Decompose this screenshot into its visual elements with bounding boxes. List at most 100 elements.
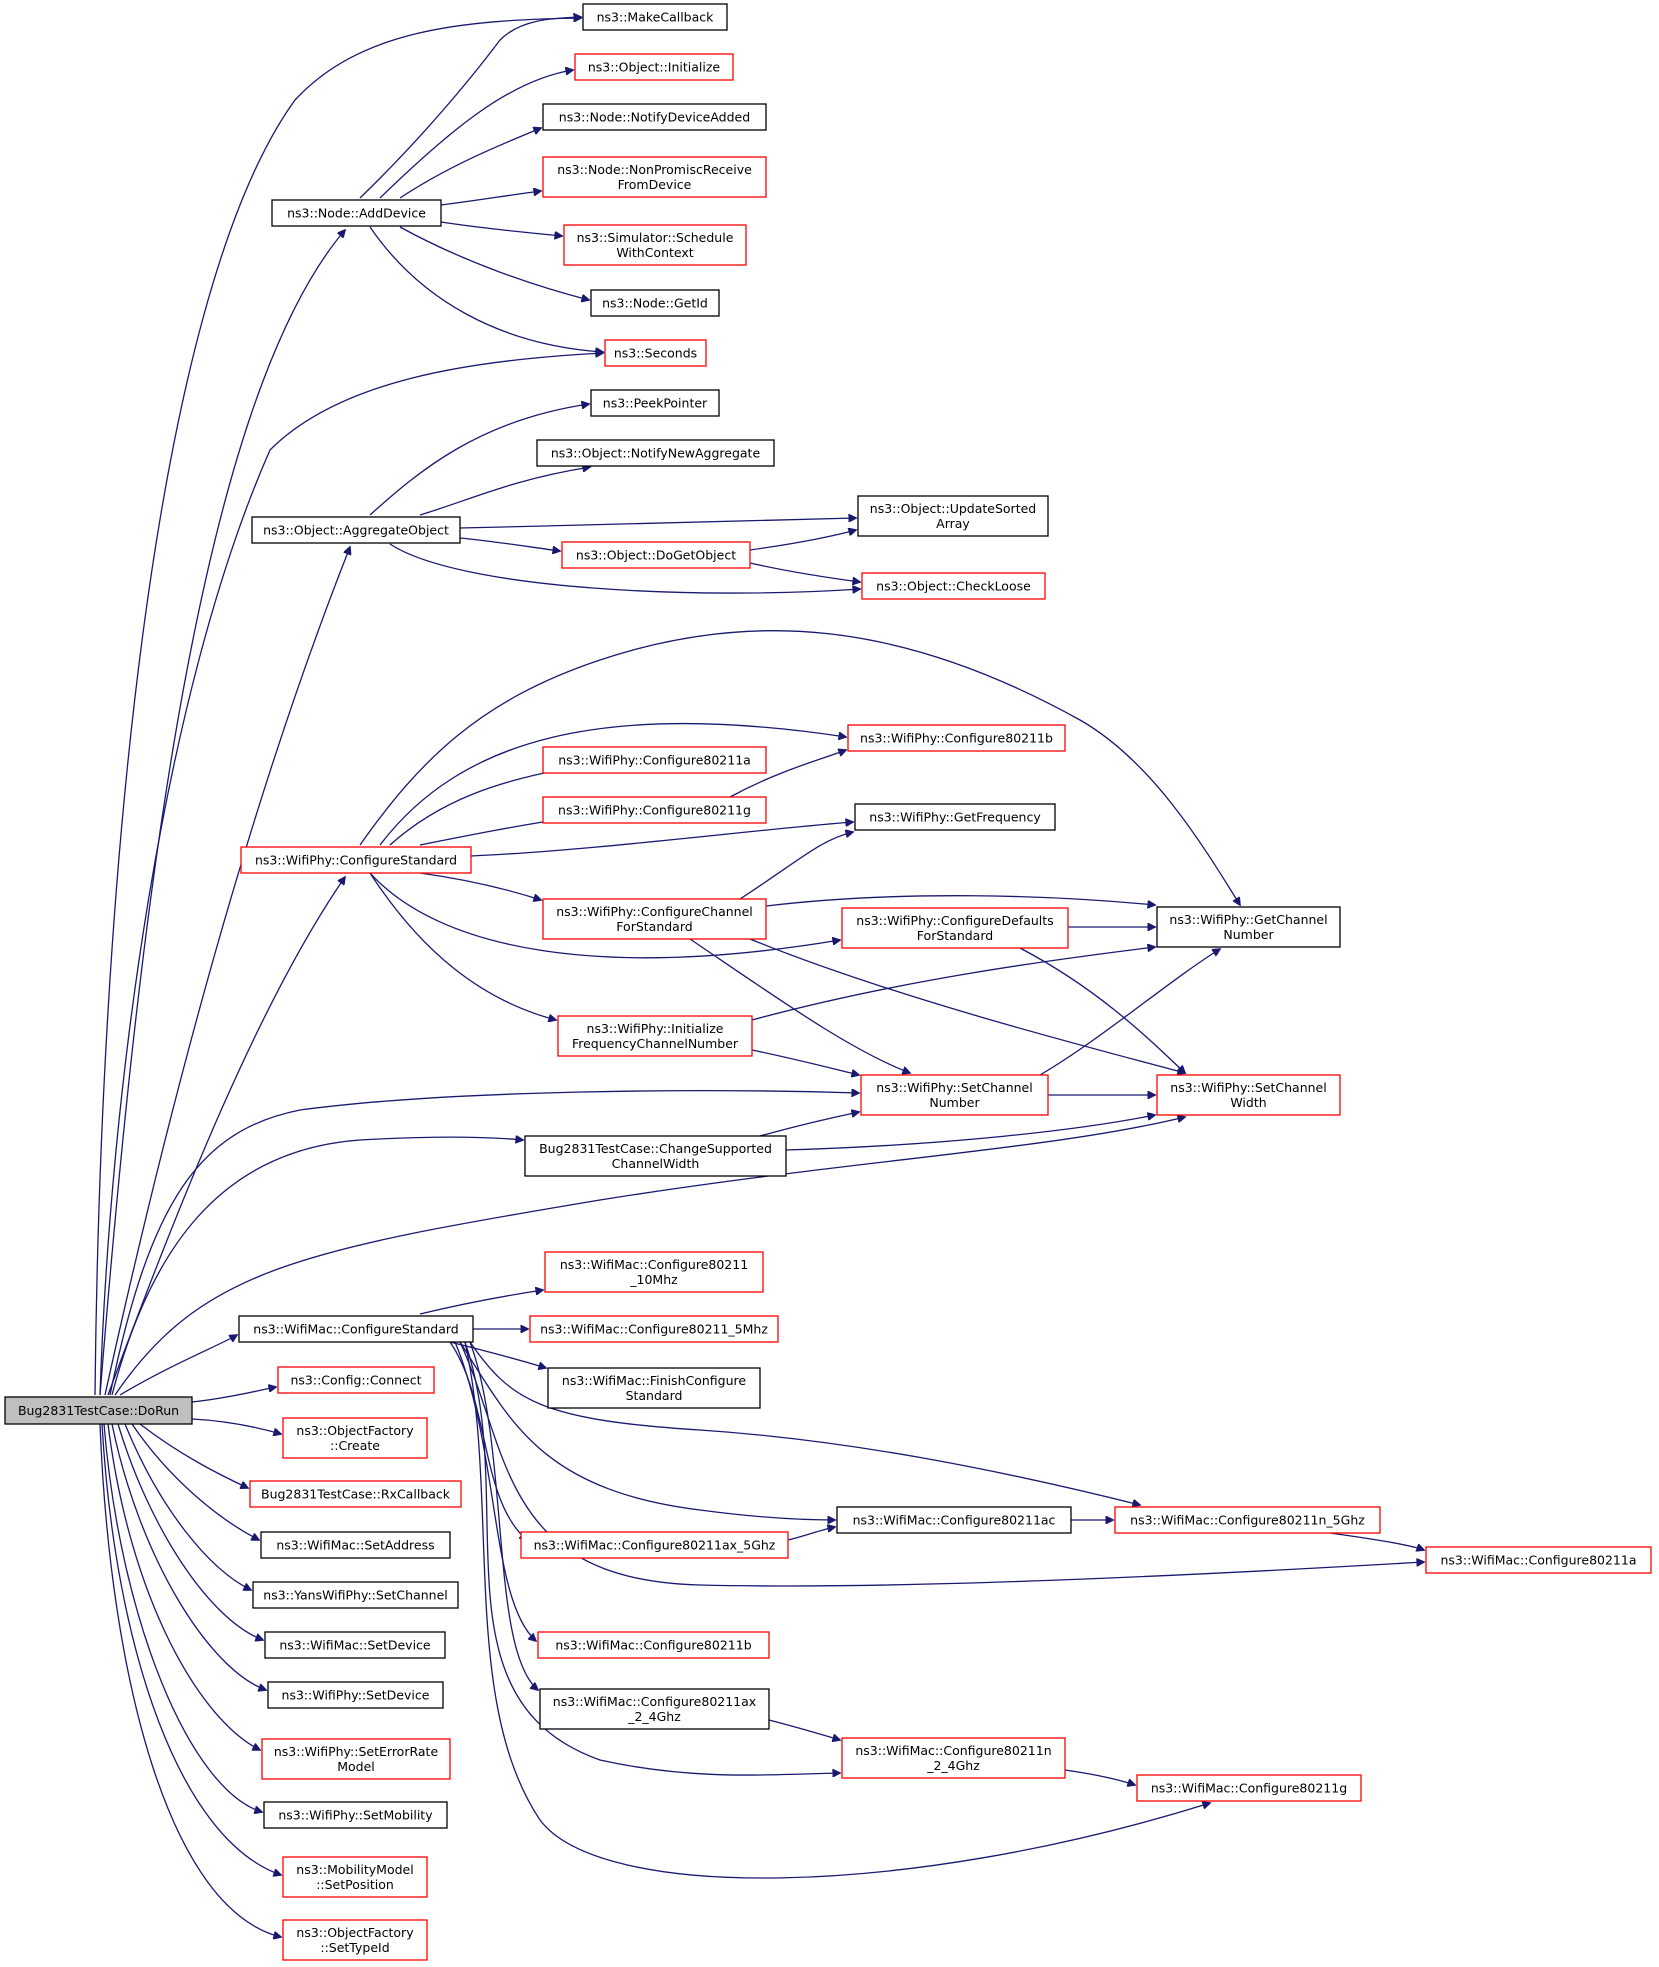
node-node_notify[interactable]: ns3::Node::NotifyDeviceAdded: [542, 103, 767, 131]
node-label: ns3::WifiPhy::ConfigureDefaults: [856, 913, 1053, 928]
node-obj_init[interactable]: ns3::Object::Initialize: [574, 53, 734, 81]
edge-obj_aggregate-to-obj_notifynewagg: [419, 467, 590, 516]
edge-mac_cfgstd-to-mac_cfg11n24: [464, 1341, 840, 1775]
node-label: ns3::WifiPhy::GetChannel: [1169, 912, 1327, 927]
node-label: FromDevice: [618, 177, 692, 192]
node-mac_setaddress[interactable]: ns3::WifiMac::SetAddress: [260, 1531, 451, 1559]
node-bug_changewidth[interactable]: Bug2831TestCase::ChangeSupportedChannelW…: [524, 1135, 787, 1177]
node-objfactory_create[interactable]: ns3::ObjectFactory::Create: [282, 1417, 428, 1459]
node-label: ::SetTypeId: [320, 1940, 389, 1955]
node-phy_initfreq[interactable]: ns3::WifiPhy::InitializeFrequencyChannel…: [557, 1015, 753, 1057]
node-label: ns3::Node::NonPromiscReceive: [557, 162, 752, 177]
node-label: ns3::WifiMac::Configure80211b: [555, 1638, 751, 1653]
node-phy_cfgstd[interactable]: ns3::WifiPhy::ConfigureStandard: [240, 846, 472, 874]
node-seconds[interactable]: ns3::Seconds: [604, 339, 707, 367]
edge-phy_cfgstd-to-phy_cfgchanstd: [419, 872, 541, 900]
edge-obj_aggregate-to-peekpointer: [369, 404, 589, 516]
node-mac_cfgstd[interactable]: ns3::WifiMac::ConfigureStandard: [238, 1315, 474, 1343]
node-box: [1425, 1546, 1652, 1574]
node-label: ns3::Node::AddDevice: [287, 206, 426, 221]
node-node_adddevice[interactable]: ns3::Node::AddDevice: [271, 199, 442, 227]
node-config_connect[interactable]: ns3::Config::Connect: [277, 1366, 435, 1394]
node-box: [1156, 906, 1341, 948]
node-label: _10Mhz: [629, 1272, 678, 1287]
edge-phy_cfgchanstd-to-phy_getchannum: [765, 895, 1155, 906]
edge-root-to-obj_aggregate: [104, 547, 350, 1396]
node-label: ns3::WifiPhy::ConfigureStandard: [255, 853, 457, 868]
edge-obj_dogetobject-to-obj_checkloose: [749, 562, 860, 582]
node-node_getid[interactable]: ns3::Node::GetId: [590, 289, 720, 317]
node-bug_rxcallback[interactable]: Bug2831TestCase::RxCallback: [249, 1480, 462, 1508]
node-mac_cfg11ax5[interactable]: ns3::WifiMac::Configure80211ax_5Ghz: [520, 1531, 789, 1559]
node-mac_cfg11ax24[interactable]: ns3::WifiMac::Configure80211ax_2_4Ghz: [539, 1688, 770, 1730]
edge-mac_cfgstd-to-mac_cfg11ax5: [449, 1341, 527, 1540]
node-label: ::SetPosition: [316, 1877, 394, 1892]
edge-mac_cfgstd-to-mac_finishcfg: [449, 1341, 546, 1368]
node-mac_cfg11n5[interactable]: ns3::WifiMac::Configure80211n_5Ghz: [1114, 1506, 1381, 1534]
edge-node_adddevice-to-node_getid: [399, 226, 589, 300]
node-mac_cfg11a[interactable]: ns3::WifiMac::Configure80211a: [1425, 1546, 1652, 1574]
node-mac_setdevice[interactable]: ns3::WifiMac::SetDevice: [264, 1631, 446, 1659]
edge-mac_cfgstd-to-mac_cfg11ax24: [469, 1341, 538, 1690]
node-obj_checkloose[interactable]: ns3::Object::CheckLoose: [861, 572, 1046, 600]
node-objfactory_settypeid[interactable]: ns3::ObjectFactory::SetTypeId: [282, 1919, 428, 1961]
node-phy_cfg11g[interactable]: ns3::WifiPhy::Configure80211g: [542, 796, 767, 824]
node-mac_cfg11ac[interactable]: ns3::WifiMac::Configure80211ac: [836, 1506, 1072, 1534]
edge-obj_aggregate-to-obj_dogetobject: [459, 537, 560, 551]
node-label: ns3::WifiPhy::SetChannel: [1170, 1080, 1326, 1095]
node-box: [542, 103, 767, 131]
node-label: ns3::WifiMac::Configure80211ac: [853, 1513, 1056, 1528]
node-box: [520, 1531, 789, 1559]
node-obj_dogetobject[interactable]: ns3::Object::DoGetObject: [561, 541, 751, 569]
node-box: [561, 541, 751, 569]
node-yans_setchannel[interactable]: ns3::YansWifiPhy::SetChannel: [252, 1581, 459, 1609]
edge-phy_cfgchanstd-to-phy_setchannum: [689, 938, 910, 1073]
node-mac_cfg10mhz[interactable]: ns3::WifiMac::Configure80211_10Mhz: [544, 1251, 764, 1293]
node-label: _2_4Ghz: [926, 1758, 980, 1773]
node-box: [282, 1417, 428, 1459]
node-obj_notifynewagg[interactable]: ns3::Object::NotifyNewAggregate: [536, 439, 775, 467]
node-phy_setmobility[interactable]: ns3::WifiPhy::SetMobility: [263, 1801, 448, 1829]
node-box: [282, 1919, 428, 1961]
edge-mac_cfg11n24-to-mac_cfg11g: [1064, 1769, 1135, 1785]
node-mac_cfg5mhz[interactable]: ns3::WifiMac::Configure80211_5Mhz: [529, 1315, 779, 1343]
node-phy_cfgdefstd[interactable]: ns3::WifiPhy::ConfigureDefaultsForStanda…: [841, 907, 1069, 949]
node-label: ns3::WifiPhy::ConfigureChannel: [556, 904, 753, 919]
node-label: Bug2831TestCase::RxCallback: [261, 1487, 451, 1502]
node-label: ns3::PeekPointer: [603, 396, 708, 411]
node-mobility_setpos[interactable]: ns3::MobilityModel::SetPosition: [282, 1856, 428, 1898]
node-box: [537, 1631, 770, 1659]
node-label: ns3::WifiMac::SetAddress: [276, 1538, 434, 1553]
node-box: [1136, 1774, 1362, 1802]
node-box: [590, 389, 720, 417]
node-obj_aggregate[interactable]: ns3::Object::AggregateObject: [251, 516, 461, 544]
edge-root-to-bug_changewidth: [111, 1137, 523, 1396]
node-box: [836, 1506, 1072, 1534]
node-mac_cfg11n24[interactable]: ns3::WifiMac::Configure80211n_2_4Ghz: [841, 1737, 1066, 1779]
node-peekpointer[interactable]: ns3::PeekPointer: [590, 389, 720, 417]
node-label: ns3::Object::NotifyNewAggregate: [551, 446, 761, 461]
node-label: ns3::Simulator::Schedule: [577, 230, 734, 245]
node-box: [529, 1315, 779, 1343]
node-phy_setdevice[interactable]: ns3::WifiPhy::SetDevice: [267, 1681, 444, 1709]
edge-node_adddevice-to-sim_schedule: [440, 221, 562, 236]
node-mac_cfg11g[interactable]: ns3::WifiMac::Configure80211g: [1136, 1774, 1362, 1802]
node-phy_cfgchanstd[interactable]: ns3::WifiPhy::ConfigureChannelForStandar…: [542, 898, 767, 940]
node-phy_cfg11b[interactable]: ns3::WifiPhy::Configure80211b: [847, 724, 1066, 752]
node-mac_cfg11b[interactable]: ns3::WifiMac::Configure80211b: [537, 1631, 770, 1659]
node-makecallback[interactable]: ns3::MakeCallback: [582, 3, 728, 31]
node-root[interactable]: Bug2831TestCase::DoRun: [4, 1396, 193, 1425]
node-label: ns3::WifiPhy::Configure80211g: [558, 803, 751, 818]
node-box: [267, 1681, 444, 1709]
node-label: ns3::WifiMac::Configure80211: [560, 1257, 748, 1272]
node-phy_getfreq[interactable]: ns3::WifiPhy::GetFrequency: [854, 803, 1056, 831]
node-phy_cfg11a[interactable]: ns3::WifiPhy::Configure80211a: [542, 746, 767, 774]
